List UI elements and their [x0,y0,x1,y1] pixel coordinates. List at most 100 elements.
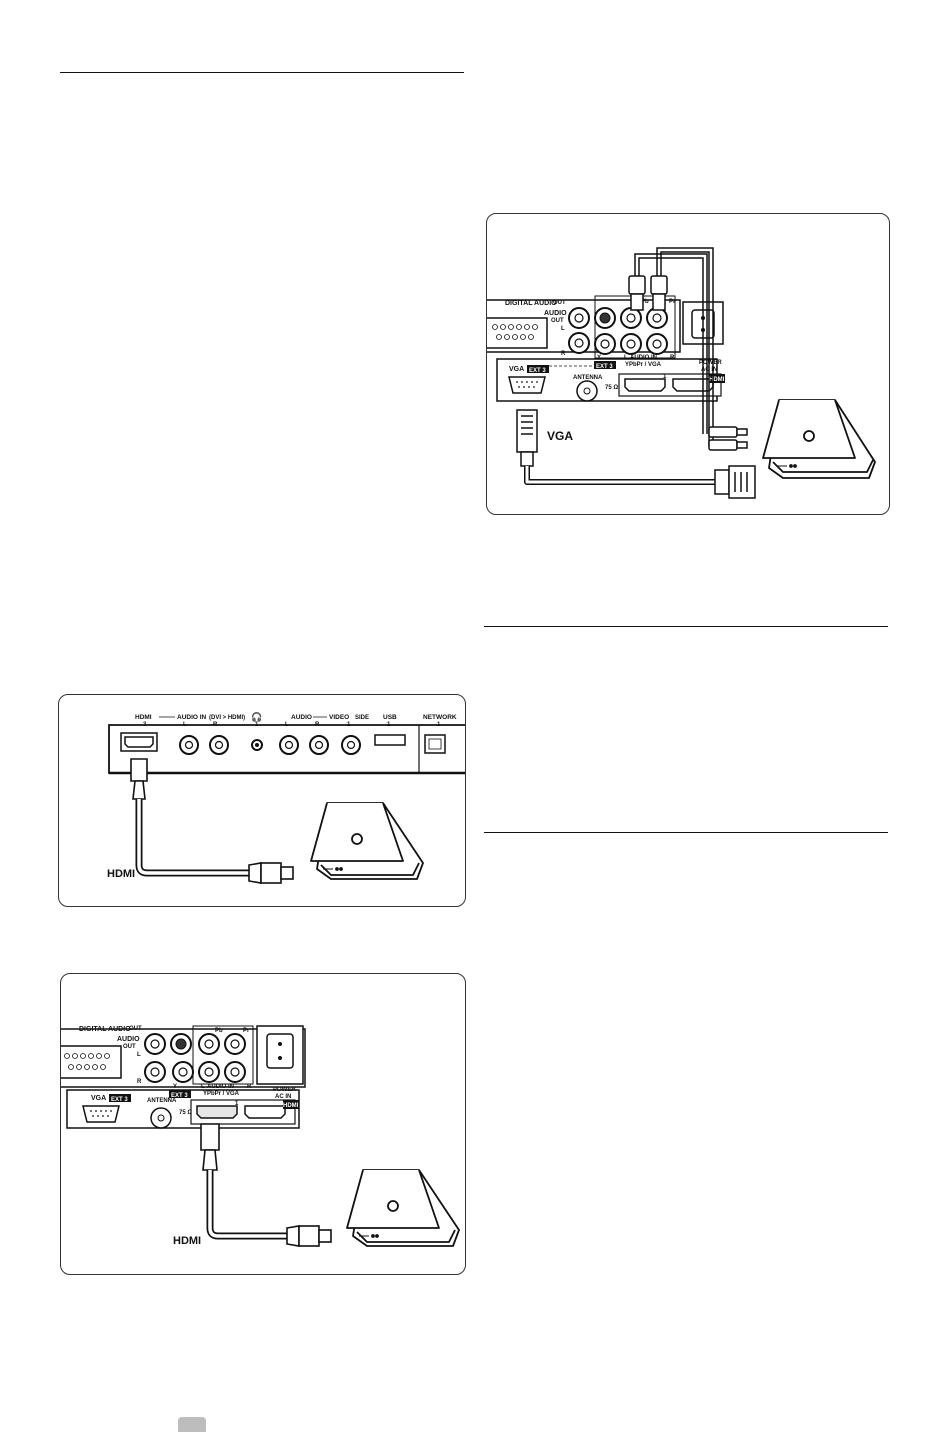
pb-label: Pb [641,299,649,305]
antenna-ohm-label: 75 Ω [605,385,618,391]
component-jacks [172,1033,246,1083]
audio-out-label: AUDIO [117,1036,140,1043]
vga-plug-tv [516,409,538,467]
audio-out-left-label: L [137,1052,141,1058]
scart-connector [487,317,548,349]
audio-in-label: AUDIO IN [207,1084,234,1090]
ypbpr-vga-label: YPbPr / VGA [203,1091,240,1097]
hdmi-1-num: 1 [235,1101,239,1107]
audio-left: L [285,722,289,728]
laptop-icon [310,802,424,880]
side-label: SIDE [355,715,369,721]
usb-num: 1 [387,722,391,728]
audio-right: R [315,722,320,728]
usb-label: USB [383,714,397,721]
y-label: Y [173,1084,177,1090]
hdmi-badge: HDMI [283,1103,299,1109]
hdmi-plug-tv [130,758,148,800]
hdmi-1-num: 1 [663,374,667,380]
hdmi-badge: HDMI [709,377,725,383]
audio-label: AUDIO [291,714,312,721]
vga-port [82,1105,120,1123]
vga-port-label: VGA [91,1095,106,1102]
hdmi-cable [206,1170,287,1240]
audio-in-right-label: R [670,355,675,361]
network-label: NETWORK [423,714,457,721]
vga-connection-diagram: DIGITAL AUDIO OUT AUDIO OUT L R Pb Pr Y … [487,247,876,499]
vga-ext3-badge: EXT 3 [111,1097,128,1103]
digital-audio-out-small-label: OUT [553,300,566,306]
antenna-label: ANTENNA [147,1098,177,1104]
hdmi-1-port [624,378,666,392]
hdmi-plug-laptop [286,1225,332,1247]
power-label: POWER [273,1087,296,1093]
dvi-hdmi-label: (DVI > HDMI) [209,715,245,721]
hdmi-rear-connection-diagram: DIGITAL AUDIO OUT AUDIO OUT L R Pb Pr Y … [61,1025,460,1247]
hdmi-port-label: HDMI [135,714,152,721]
audio-out-jacks [144,1033,192,1083]
audio-in-label: AUDIO IN [630,355,657,361]
audio-in-right-label: R [247,1084,252,1090]
laptop-icon [346,1169,460,1247]
hdmi-2-port [244,1105,286,1119]
vga-port [508,376,546,394]
page-number-tab [178,1417,206,1432]
audio-in-left-label: L [624,355,628,361]
vga-port-label: VGA [509,366,524,373]
ext3-badge: EXT 3 [596,364,613,370]
video-label: VIDEO [329,714,349,721]
video-num: 1 [347,722,351,728]
audio-in-right: R [213,722,218,728]
power-label: POWER [699,360,722,366]
digital-audio-out-label: DIGITAL AUDIO [79,1026,131,1033]
hdmi-side-connection-figure: HDMI 3 AUDIO IN (DVI > HDMI) L R 🎧 1 AUD… [58,694,466,907]
audio-out-small-label: OUT [551,318,564,324]
ac-in-label: AC IN [275,1094,291,1100]
laptop-icon [762,399,876,479]
hdmi-plug-laptop [248,862,294,884]
digital-audio-out-small-label: OUT [129,1026,142,1032]
hdmi-cable-label: HDMI [107,868,135,880]
digital-audio-out-label: DIGITAL AUDIO [505,300,557,307]
power-socket [266,1033,294,1069]
headphone-num: 1 [255,722,259,728]
ypbpr-vga-label: YPbPr / VGA [625,362,662,368]
vga-connection-figure: DIGITAL AUDIO OUT AUDIO OUT L R Pb Pr Y … [486,213,890,515]
hdmi-side-port [124,736,154,748]
audio-rca-plugs-tv [628,275,668,311]
hdmi-cable-label: HDMI [173,1235,201,1247]
hdmi-plug-tv [200,1123,220,1171]
scart-connector [61,1045,122,1079]
audio-in-left-label: L [201,1084,205,1090]
hdmi-rear-connection-figure: DIGITAL AUDIO OUT AUDIO OUT L R Pb Pr Y … [60,973,466,1275]
audio-in-label: AUDIO IN [177,714,207,721]
audio-out-label: AUDIO [544,310,567,317]
audio-rca-plugs-laptop [708,426,748,451]
section-rule-lower-right [484,832,888,833]
audio-out-small-label: OUT [123,1044,136,1050]
headphone-icon: 🎧 [251,711,262,722]
usb-port [374,734,406,746]
antenna-label: ANTENNA [573,375,603,381]
hdmi-side-connection-diagram: HDMI 3 AUDIO IN (DVI > HDMI) L R 🎧 1 AUD… [107,711,465,884]
audio-out-right-label: R [137,1079,142,1085]
antenna-ohm-label: 75 Ω [179,1110,192,1116]
vga-cable-label: VGA [547,429,573,443]
pr-label: Pr [243,1028,250,1034]
vga-cable [524,466,717,485]
network-num: 1 [437,722,441,728]
hdmi-cable [135,799,249,877]
section-rule-mid-right [484,626,888,627]
audio-out-left-label: L [561,326,565,332]
audio-in-left: L [183,722,187,728]
hdmi-1-port [196,1105,238,1119]
vga-ext3-badge: EXT 3 [529,368,546,374]
y-label: Y [597,355,601,361]
section-rule-top-left [60,72,464,73]
ext3-badge: EXT 3 [171,1093,188,1099]
audio-out-right-label: R [561,351,566,357]
hdmi-port-num: 3 [143,722,147,728]
side-jacks [179,735,361,755]
pb-label: Pb [215,1028,223,1034]
vga-plug-laptop [714,465,756,499]
